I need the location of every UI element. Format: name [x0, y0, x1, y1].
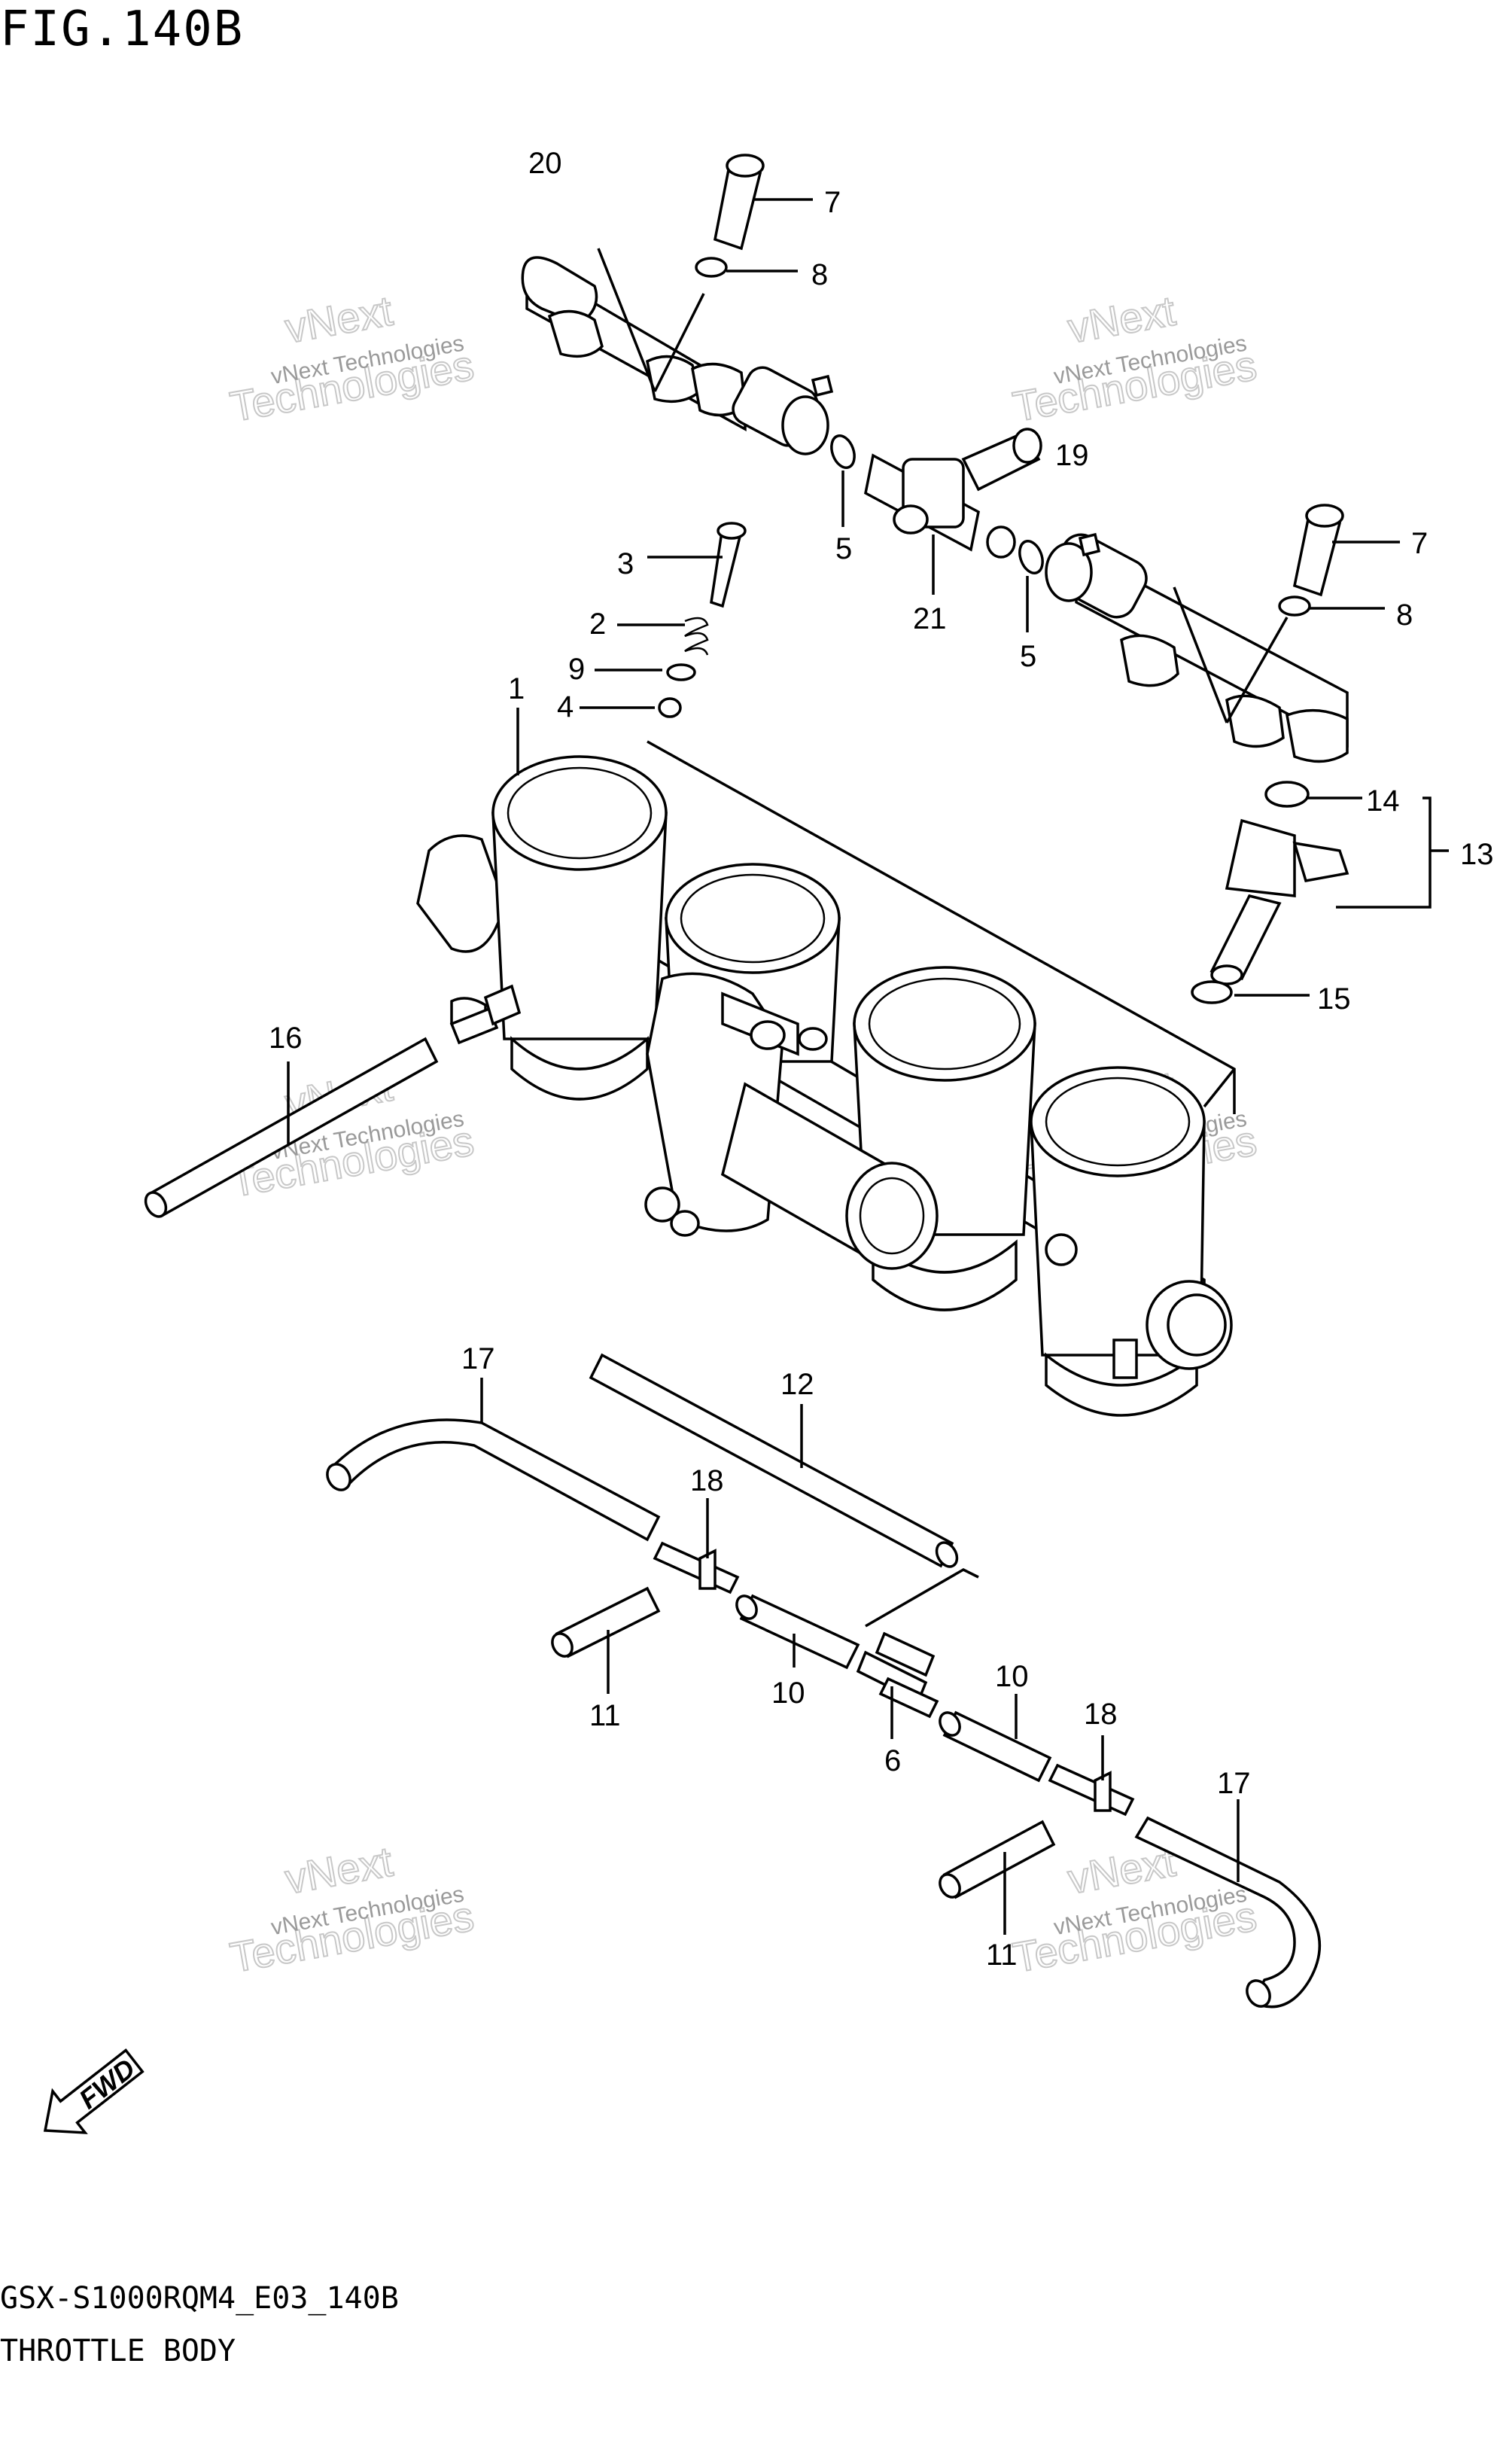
- callout-12: 12: [780, 1368, 814, 1401]
- part-hose-12: [589, 1353, 959, 1568]
- part-hose-11a: [551, 1586, 661, 1694]
- part-hose-10a: [735, 1594, 860, 1670]
- part-spring-2: [684, 617, 709, 656]
- callout-20: 20: [528, 147, 562, 180]
- part-fuel-rail-19: [1045, 532, 1349, 763]
- part-hose-10b: [939, 1694, 1052, 1783]
- watermark-top: vNext: [1064, 287, 1179, 352]
- callout-1: 1: [508, 672, 525, 705]
- part-o-ring-15: [1191, 980, 1233, 1004]
- part-throttle-body-1: [416, 708, 1236, 1417]
- part-fuel-rail-20: [521, 248, 834, 455]
- part-o-ring-5a: [830, 434, 856, 469]
- callout-13: 13: [1460, 838, 1494, 871]
- callout-8b: 8: [1396, 598, 1413, 632]
- callout-15: 15: [1317, 982, 1351, 1016]
- part-t-joint-18a: [653, 1498, 740, 1594]
- part-washer-9: [666, 663, 696, 681]
- callout-18a: 18: [690, 1464, 724, 1497]
- callout-10b: 10: [995, 1660, 1029, 1693]
- section-name: THROTTLE BODY: [0, 2334, 236, 2368]
- callout-17b: 17: [1217, 1767, 1251, 1800]
- callout-19: 19: [1055, 439, 1089, 472]
- watermark-top: vNext: [281, 1838, 396, 1903]
- part-injector-13: [1209, 818, 1349, 985]
- part-joint-6: [856, 1568, 979, 1739]
- fwd-badge: FWD: [43, 2048, 145, 2134]
- callout-17a: 17: [461, 1342, 495, 1375]
- part-ring-4: [658, 697, 682, 718]
- callout-7b: 7: [1411, 527, 1428, 560]
- watermark-top: vNext: [281, 287, 396, 352]
- callout-labels: 20 7 8 19 5 21 5 7 8 3 2 9 4 1 14 13 15 …: [269, 147, 1494, 1972]
- part-bolt-7b: [1292, 504, 1344, 597]
- part-joint-21: [864, 428, 1042, 595]
- model-code: GSX-S1000RQM4_E03_140B: [0, 2281, 399, 2316]
- part-hose-16: [144, 1037, 439, 1218]
- callout-11b: 11: [986, 1939, 1018, 1972]
- callout-14: 14: [1366, 784, 1400, 818]
- part-hose-17b: [1134, 1799, 1322, 2009]
- callout-10a: 10: [771, 1677, 805, 1710]
- callout-11a: 11: [589, 1699, 621, 1732]
- callout-9: 9: [568, 653, 585, 686]
- part-washer-8a: [695, 257, 728, 278]
- part-screw-3: [710, 522, 747, 608]
- callout-18b: 18: [1084, 1698, 1118, 1731]
- callout-3: 3: [617, 547, 634, 580]
- callout-2: 2: [589, 608, 606, 641]
- callout-8a: 8: [811, 258, 828, 291]
- callout-21: 21: [913, 602, 947, 635]
- callout-4: 4: [557, 690, 574, 723]
- part-bolt-7a: [713, 154, 765, 251]
- callout-5a: 5: [835, 532, 852, 565]
- part-hose-11b: [939, 1820, 1056, 1935]
- callout-16: 16: [269, 1022, 303, 1055]
- callout-6: 6: [884, 1744, 901, 1777]
- part-t-joint-18b: [1048, 1735, 1135, 1817]
- callout-5b: 5: [1020, 640, 1036, 673]
- part-hose-17a: [326, 1378, 661, 1542]
- callout-7a: 7: [824, 186, 841, 219]
- part-o-ring-14: [1264, 781, 1310, 808]
- part-o-ring-5b: [1018, 540, 1044, 574]
- part-washer-8b: [1278, 595, 1311, 617]
- figure-title: FIG.140B: [0, 2, 245, 57]
